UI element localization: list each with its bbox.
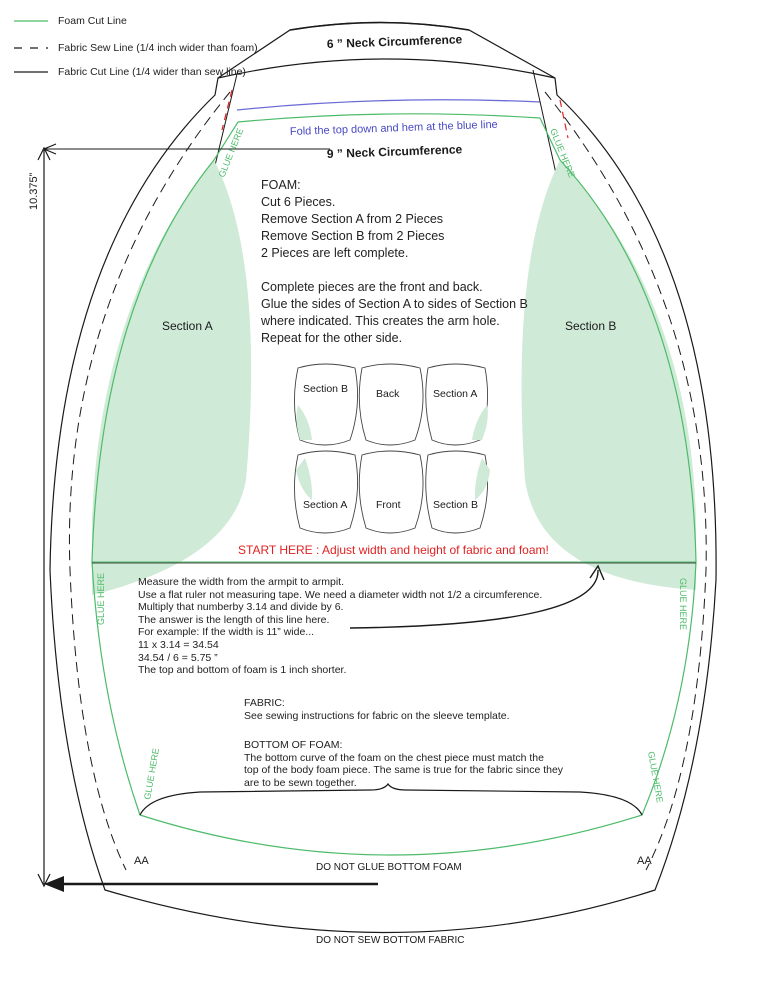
height-label: 10.375” (28, 172, 40, 210)
bottom-line: The bottom curve of the foam on the ches… (244, 751, 544, 764)
height-dim-top-arrowhead (42, 143, 57, 155)
neck-outer-label: 6 ” Neck Circumference (327, 32, 463, 51)
glue-bottom-left: GLUE HERE (142, 747, 161, 800)
mini-piece-4 (293, 450, 359, 534)
legend-item-cut: Fabric Cut Line (1/4 wider than sew line… (14, 64, 246, 80)
measure-line: Multiply that numberby 3.14 and divide b… (138, 601, 344, 614)
foam-line: Repeat for the other side. (261, 331, 403, 345)
foam-line (261, 262, 528, 279)
bottom-brace (139, 782, 643, 816)
foam-line: Remove Section B from 2 Pieces (261, 229, 445, 243)
mini-label-1: Section B (303, 383, 348, 395)
pointer-arrowhead (589, 564, 605, 581)
neck-arc-6 (289, 21, 470, 31)
pointer-curve (349, 569, 599, 629)
bottom-line: top of the body foam piece. The same is … (244, 764, 564, 777)
legend-label-foam: Foam Cut Line (58, 15, 127, 27)
glue-top-left: GLUE HERE (217, 127, 246, 179)
measure-line: Use a flat ruler not measuring tape. We … (138, 588, 543, 601)
foam-line: FOAM: (261, 178, 301, 192)
foam-cut-line (91, 117, 697, 856)
measure-line: Measure the width from the armpit to arm… (138, 576, 344, 588)
mini-label-3: Section A (433, 388, 478, 400)
fabric-line: See sewing instructions for fabric on th… (244, 709, 510, 722)
fabric-instructions: FABRIC: See sewing instructions for fabr… (244, 697, 510, 722)
glue-mid-left: GLUE HERE (96, 573, 106, 625)
fabric-cut-line (49, 21, 717, 934)
mini-shade-6 (474, 458, 490, 500)
foam-line: where indicated. This creates the arm ho… (261, 314, 500, 328)
glue-mid-right: GLUE HERE (678, 578, 688, 630)
fabric-line: FABRIC: (244, 697, 285, 709)
neck-inner-label: 9 ” Neck Circumference (327, 142, 463, 161)
section-b-shape (521, 160, 696, 590)
bottom-line: BOTTOM OF FOAM: (244, 739, 343, 751)
foam-line: Glue the sides of Section A to sides of … (261, 297, 528, 311)
mini-label-5: Front (376, 499, 401, 511)
foam-line: 2 Pieces are left complete. (261, 246, 409, 260)
legend-swatch-cut (14, 71, 48, 73)
measure-line: 34.54 / 6 = 5.75 ” (138, 651, 218, 664)
legend-label-cut: Fabric Cut Line (1/4 wider than sew line… (58, 66, 246, 78)
mini-label-2: Back (376, 388, 400, 400)
measure-line: For example: If the width is 11” wide... (138, 626, 315, 639)
bottom-fabric-text: DO NOT SEW BOTTOM FABRIC (316, 935, 465, 946)
bottom-line: are to be sewn together. (244, 776, 357, 789)
corner-label-right: AA (637, 855, 652, 867)
bottom-foam-text: DO NOT GLUE BOTTOM FOAM (316, 862, 462, 873)
bottom-instructions: BOTTOM OF FOAM: The bottom curve of the … (244, 739, 563, 789)
foam-neck-line (237, 113, 541, 123)
legend-item-sew: Fabric Sew Line (1/4 inch wider than foa… (14, 40, 258, 56)
legend-swatch-sew (14, 47, 48, 49)
foam-line: Cut 6 Pieces. (261, 195, 336, 209)
mini-piece-1 (293, 363, 359, 446)
measure-line: The top and bottom of foam is 1 inch sho… (138, 664, 347, 677)
legend-item-foam: Foam Cut Line (14, 13, 127, 29)
section-a-label: Section A (162, 319, 213, 333)
section-a-shape (92, 160, 252, 595)
legend-swatch-foam (14, 20, 48, 22)
foam-instructions: FOAM: Cut 6 Pieces. Remove Section A fro… (261, 177, 528, 347)
measure-line: The answer is the length of this line he… (138, 613, 330, 626)
foam-line: Remove Section A from 2 Pieces (261, 212, 444, 226)
mini-label-6: Section B (433, 499, 478, 511)
fold-line (236, 99, 541, 111)
bottom-arrowhead (44, 876, 64, 892)
height-dim-arrow-bottom (37, 873, 51, 888)
corner-label-left: AA (134, 855, 149, 867)
legend-label-sew: Fabric Sew Line (1/4 inch wider than foa… (58, 42, 258, 54)
mini-label-4: Section A (303, 499, 348, 511)
measure-instructions: Measure the width from the armpit to arm… (138, 576, 542, 677)
neck-arc-9-outer (217, 58, 556, 79)
left-shoulder-line (211, 69, 239, 179)
mini-shade-4 (296, 458, 313, 500)
height-dim-arrow-top (37, 146, 51, 161)
mini-piece-2 (358, 363, 424, 446)
fold-text: Fold the top down and hem at the blue li… (290, 119, 498, 138)
right-shoulder-line (532, 69, 558, 179)
mini-shade-1 (296, 405, 312, 440)
fabric-sew-line (68, 91, 707, 871)
measure-line: 11 x 3.14 = 34.54 (138, 638, 219, 651)
mini-piece-6 (425, 450, 489, 534)
start-here-text: START HERE : Adjust width and height of … (238, 543, 549, 557)
foam-line: Complete pieces are the front and back. (261, 280, 483, 294)
left-red-dash (221, 89, 233, 131)
right-red-dash (559, 99, 569, 139)
section-b-label: Section B (565, 319, 617, 333)
mini-piece-5 (358, 450, 424, 534)
mini-shade-3 (472, 405, 488, 440)
